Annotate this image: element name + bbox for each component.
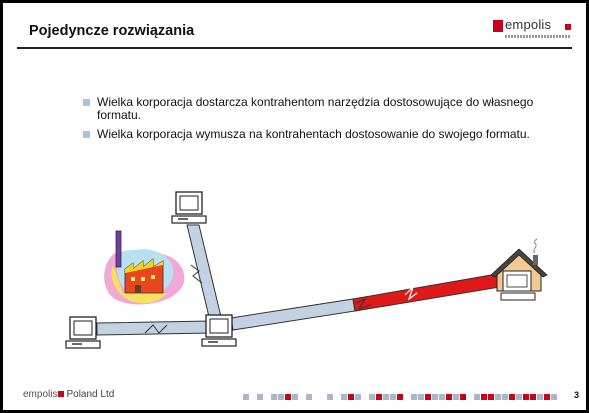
footer-square xyxy=(376,394,382,400)
footer-square xyxy=(418,394,424,400)
footer-square xyxy=(369,394,375,400)
footer-square xyxy=(530,394,536,400)
pipe-center-to-house xyxy=(230,272,507,331)
footer-suffix: Poland Ltd xyxy=(66,389,115,400)
footer-square xyxy=(383,394,389,400)
bullet-text: Wielka korporacja dostarcza kontrahentom… xyxy=(97,95,534,122)
footer-square xyxy=(341,394,347,400)
footer-square xyxy=(411,394,417,400)
footer-square xyxy=(509,394,515,400)
bullet-item: Wielka korporacja wymusza na kontrahenta… xyxy=(83,128,553,141)
footer-square xyxy=(495,394,501,400)
footer-square xyxy=(537,394,543,400)
computer-icon xyxy=(65,316,101,349)
logo-text: empolis xyxy=(505,17,552,32)
footer-square xyxy=(516,394,522,400)
factory-clipart xyxy=(104,230,185,305)
footer-logo: empolis Poland Ltd xyxy=(23,389,114,400)
footer-square xyxy=(439,394,445,400)
footer-square xyxy=(474,394,480,400)
footer-square xyxy=(432,394,438,400)
logo-dot xyxy=(565,24,571,30)
house-clipart xyxy=(490,238,548,301)
footer-square xyxy=(502,394,508,400)
footer-square xyxy=(523,394,529,400)
bullet-marker xyxy=(83,131,90,138)
footer-square xyxy=(278,394,284,400)
bullet-marker xyxy=(83,99,90,106)
footer-decoration xyxy=(243,394,557,400)
title-divider xyxy=(17,47,572,49)
footer-square xyxy=(243,394,249,400)
pipe-top-to-center xyxy=(186,224,223,322)
footer-square xyxy=(425,394,431,400)
computer-icon xyxy=(201,314,237,347)
footer-square xyxy=(453,394,459,400)
footer-square xyxy=(327,394,333,400)
footer-square xyxy=(390,394,396,400)
pipe-left-to-center xyxy=(96,320,212,336)
footer-square xyxy=(551,394,557,400)
footer-square xyxy=(348,394,354,400)
footer-company: empolis xyxy=(23,389,58,400)
bullet-list: Wielka korporacja dostarcza kontrahentom… xyxy=(83,96,553,147)
footer-square xyxy=(306,394,312,400)
footer-square xyxy=(257,394,263,400)
footer-logo-dot xyxy=(58,391,65,397)
footer-square xyxy=(460,394,466,400)
network-diagram xyxy=(65,191,548,349)
logo-tagline xyxy=(505,35,571,38)
logo-mark xyxy=(493,20,503,32)
footer-square xyxy=(481,394,487,400)
footer-square xyxy=(397,394,403,400)
footer-square xyxy=(285,394,291,400)
page-number: 3 xyxy=(574,390,580,400)
slide: Pojedyncze rozwiązania empolis Wielka ko… xyxy=(3,3,586,410)
bullet-item: Wielka korporacja dostarcza kontrahentom… xyxy=(83,96,553,122)
footer-square xyxy=(292,394,298,400)
footer-square xyxy=(544,394,550,400)
empolis-logo: empolis xyxy=(493,17,573,45)
footer-square xyxy=(355,394,361,400)
bullet-text: Wielka korporacja wymusza na kontrahenta… xyxy=(97,127,530,141)
computer-icon xyxy=(171,191,207,224)
footer-square xyxy=(446,394,452,400)
footer-square xyxy=(271,394,277,400)
footer-square xyxy=(488,394,494,400)
slide-title: Pojedyncze rozwiązania xyxy=(29,23,195,39)
